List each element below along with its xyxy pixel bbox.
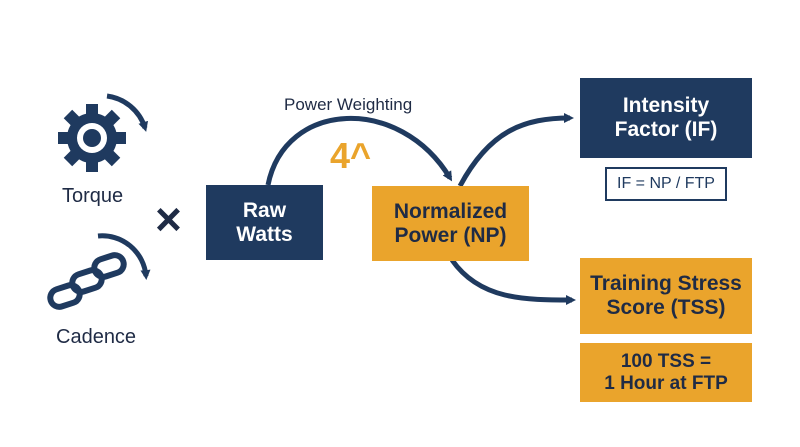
exponent-label: 4^ [330,135,372,176]
arrow-icon [457,113,574,188]
raw-watts-label: Raw Watts [236,198,293,246]
tss-box: Training Stress Score (TSS) [580,258,752,334]
multiply-icon: × [155,193,182,245]
tss-label: Training Stress Score (TSS) [590,272,742,319]
cycle-arrow-icon [97,233,151,280]
cadence-label: Cadence [56,326,137,348]
if-formula-label: IF = NP / FTP [617,175,715,193]
intensity-factor-label: Intensity Factor (IF) [614,94,718,141]
tss-note-box: 100 TSS = 1 Hour at FTP [580,343,752,402]
power-weighting-label: Power Weighting [284,95,413,114]
normalized-power-box: Normalized Power (NP) [372,186,529,261]
raw-watts-box: Raw Watts [206,185,323,260]
cycle-arrow-icon [106,93,148,132]
intensity-factor-box: Intensity Factor (IF) [580,78,752,158]
gear-icon [58,104,126,172]
normalized-power-label: Normalized Power (NP) [393,199,508,247]
arrow-icon [265,116,453,186]
torque-label: Torque [62,185,124,207]
arrow-icon [449,258,576,305]
if-formula-box: IF = NP / FTP [605,167,727,201]
tss-note-label: 100 TSS = 1 Hour at FTP [604,351,728,394]
chain-icon [47,252,127,310]
